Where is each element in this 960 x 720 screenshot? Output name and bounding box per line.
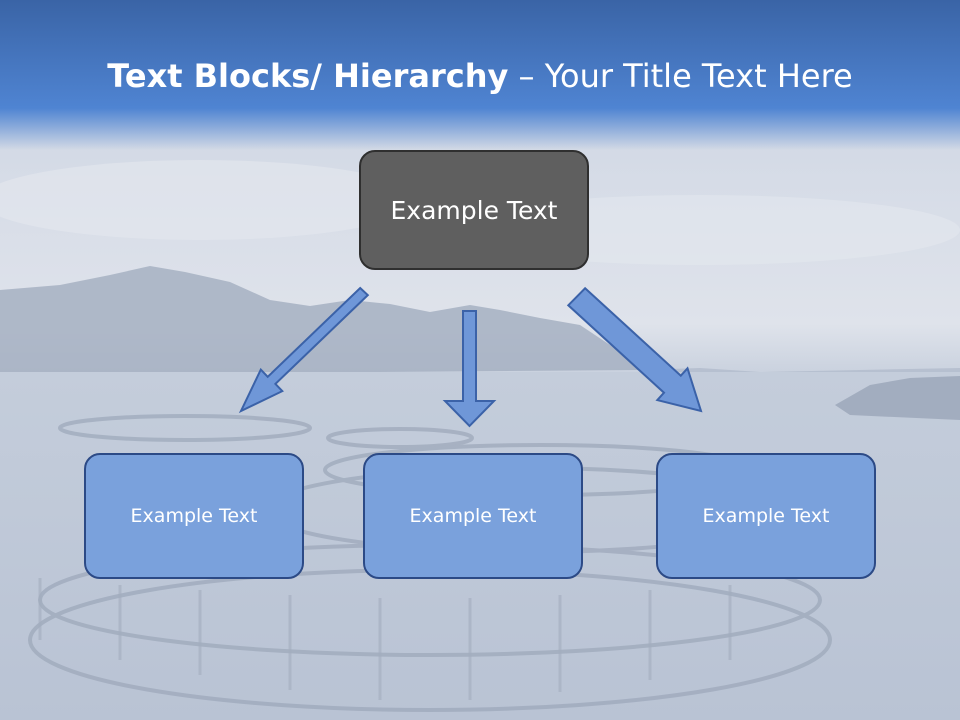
title-bar [0,0,960,150]
arrow-right [566,286,703,413]
child-node-label: Example Text [409,505,537,527]
island [835,376,960,420]
child-node-label: Example Text [130,505,258,527]
pen-posts [38,578,732,700]
arrow-down [442,310,497,428]
slide-title: Text Blocks/ Hierarchy – Your Title Text… [0,52,960,100]
child-node-left: Example Text [84,453,304,579]
root-node: Example Text [359,150,589,270]
mountains [0,266,640,375]
title-bold-part: Text Blocks/ Hierarchy [107,57,509,95]
title-regular-part: Your Title Text Here [544,57,853,95]
child-node-label: Example Text [702,505,830,527]
cloud [0,160,420,240]
arrow-left [238,286,370,414]
child-node-center: Example Text [363,453,583,579]
title-separator: – [508,57,545,95]
child-node-right: Example Text [656,453,876,579]
root-node-label: Example Text [390,195,558,225]
